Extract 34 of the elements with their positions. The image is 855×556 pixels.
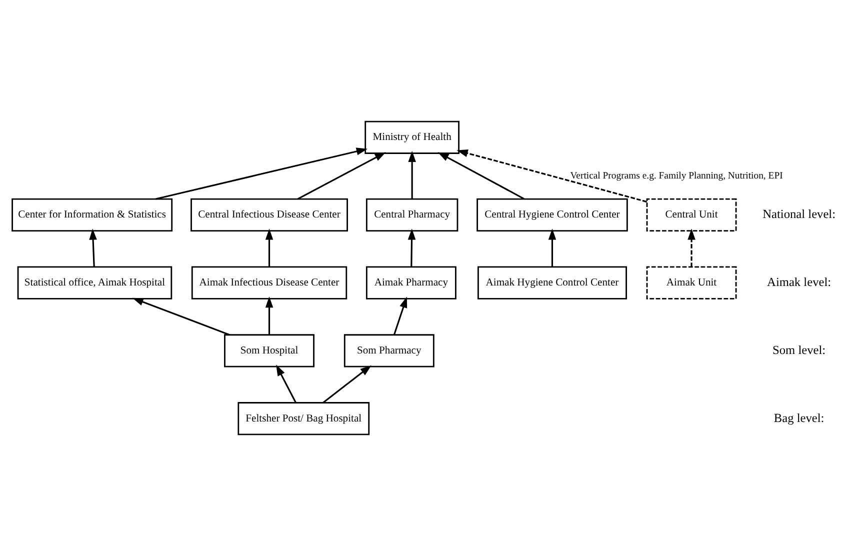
node-box: Statistical office, Aimak Hospital — [17, 266, 172, 300]
node-box: Central Infectious Disease Center — [190, 198, 348, 232]
node-box: Som Pharmacy — [344, 334, 434, 368]
arrow — [297, 152, 386, 200]
arrow — [393, 296, 408, 336]
arrow — [322, 365, 372, 404]
node-box: Som Hospital — [224, 334, 314, 368]
label: Aimak level: — [767, 275, 832, 290]
arrow — [548, 228, 556, 267]
arrow — [265, 296, 274, 335]
node-box: Aimak Unit — [646, 266, 737, 300]
arrow — [688, 228, 696, 267]
node-box: Feltsher Post/ Bag Hospital — [238, 402, 370, 436]
arrow — [156, 148, 368, 200]
label: Bag level: — [774, 410, 824, 425]
arrow — [408, 228, 416, 267]
node-box: Aimak Hygiene Control Center — [477, 266, 627, 300]
arrow — [276, 364, 297, 404]
arrow — [408, 150, 416, 199]
node-box: Center for Information & Statistics — [12, 198, 173, 232]
label: Som level: — [772, 342, 826, 357]
edge-label: Vertical Programs e.g. Family Planning, Nutrition, EPI — [570, 170, 783, 182]
arrow — [132, 298, 230, 336]
node-box: Ministry of Health — [364, 120, 460, 154]
node-box: Aimak Infectious Disease Center — [191, 266, 348, 300]
arrow — [456, 149, 647, 203]
node-box: Central Unit — [646, 198, 737, 232]
arrow — [438, 152, 525, 200]
label: National level: — [762, 207, 836, 222]
arrow — [265, 228, 274, 267]
arrow — [89, 228, 97, 267]
node-box: Aimak Pharmacy — [366, 266, 456, 300]
node-box: Central Hygiene Control Center — [476, 198, 628, 232]
node-box: Central Pharmacy — [366, 198, 458, 232]
